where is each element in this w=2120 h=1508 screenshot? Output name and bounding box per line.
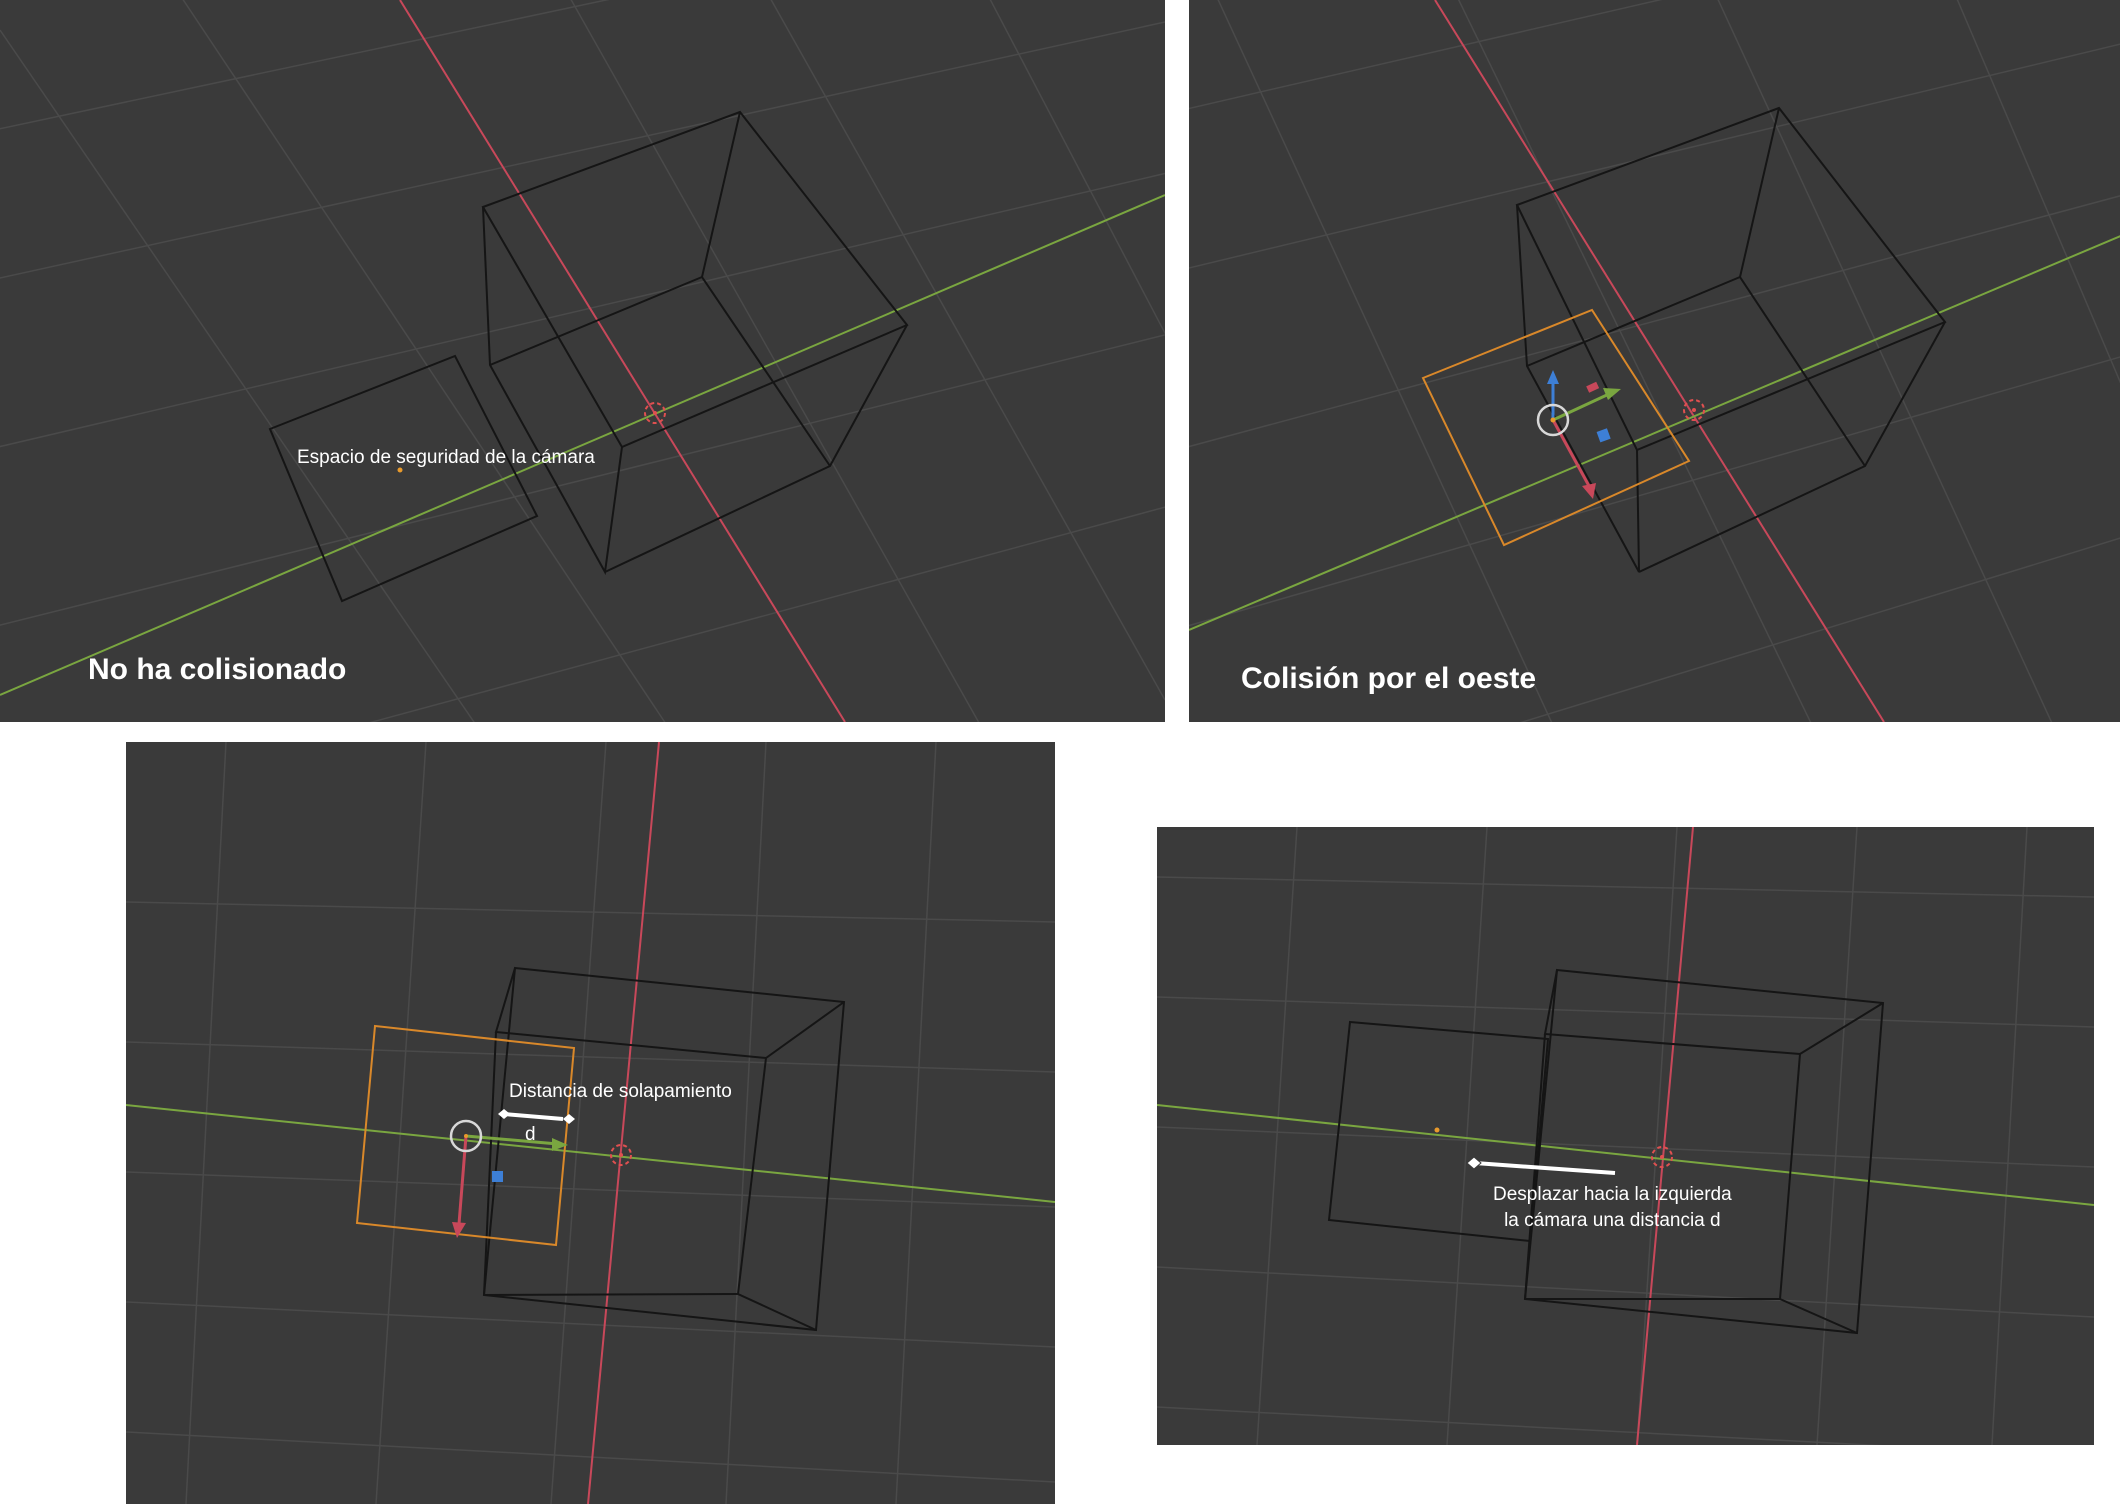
caption-west-collision: Colisión por el oeste xyxy=(1241,662,1537,695)
y-axis-line xyxy=(1189,235,2120,631)
gizmo-center-ring[interactable] xyxy=(449,1119,483,1153)
scene-origin-icon xyxy=(644,402,666,424)
viewport-correction[interactable]: Desplazar hacia la izquierda la cámara u… xyxy=(1157,827,2094,1445)
y-arrow-icon[interactable] xyxy=(552,1138,568,1151)
correction-label-line1: Desplazar hacia la izquierda xyxy=(1493,1184,1732,1205)
cube-wireframe[interactable] xyxy=(1523,968,1885,1335)
viewport-west-collision[interactable]: Colisión por el oeste xyxy=(1189,0,2120,722)
x-axis-line xyxy=(587,742,660,1504)
viewport-scene xyxy=(1157,827,2094,1445)
z-arrow-icon[interactable] xyxy=(1547,370,1559,384)
camera-origin-dot xyxy=(1434,1127,1440,1133)
y-axis-line xyxy=(1157,1104,2094,1206)
transform-gizmo[interactable] xyxy=(1536,370,1621,499)
x-arrow-icon[interactable] xyxy=(452,1222,466,1238)
x-axis-line xyxy=(399,0,846,722)
floor-grid xyxy=(126,742,1055,1504)
scene-origin-icon xyxy=(1651,1146,1673,1168)
floor-grid xyxy=(1157,827,2094,1445)
scene-origin-icon xyxy=(610,1144,632,1166)
y-arrow-icon[interactable] xyxy=(1603,388,1621,400)
x-axis-line xyxy=(1636,827,1694,1445)
viewport-scene xyxy=(0,0,1165,722)
camera-safety-zone[interactable] xyxy=(268,354,539,603)
floor-grid xyxy=(1189,0,2120,722)
scene-origin-icon xyxy=(1683,399,1705,421)
safety-zone-label: Espacio de seguridad de la cámara xyxy=(297,447,595,468)
camera-safety-zone-selected[interactable] xyxy=(355,1024,576,1247)
yz-plane-handle[interactable] xyxy=(1596,428,1611,443)
x-arrow-icon[interactable] xyxy=(1582,483,1596,499)
camera-safety-zone[interactable] xyxy=(1327,1020,1550,1243)
distance-symbol: d xyxy=(525,1124,536,1145)
x-axis-line xyxy=(1434,0,1885,722)
cube-wireframe[interactable] xyxy=(1515,106,1947,573)
camera-safety-zone-selected[interactable] xyxy=(1421,308,1691,547)
overlap-distance-marker xyxy=(498,1109,575,1124)
viewport-scene xyxy=(126,742,1055,1504)
gizmo-center-ring[interactable] xyxy=(1536,403,1570,437)
floor-grid xyxy=(0,0,1165,722)
correction-label: Desplazar hacia la izquierda la cámara u… xyxy=(1493,1182,1732,1234)
camera-origin-dot xyxy=(1550,417,1556,423)
transform-gizmo[interactable] xyxy=(449,1119,568,1238)
overlap-distance-label: Distancia de solapamiento xyxy=(509,1081,732,1102)
correction-label-line2: la cámara una distancia d xyxy=(1504,1210,1721,1231)
cube-wireframe[interactable] xyxy=(481,110,909,576)
viewport-no-collision[interactable]: Espacio de seguridad de la cámara No ha … xyxy=(0,0,1165,722)
viewport-scene xyxy=(1189,0,2120,722)
caption-no-collision: No ha colisionado xyxy=(88,653,347,686)
camera-origin-dot xyxy=(464,1134,468,1138)
cube-wireframe[interactable] xyxy=(482,966,846,1332)
xy-plane-handle[interactable] xyxy=(1586,381,1600,393)
yz-plane-handle[interactable] xyxy=(492,1171,503,1182)
y-axis-line xyxy=(126,1104,1055,1203)
displacement-marker xyxy=(1466,1156,1616,1175)
viewport-overlap[interactable]: Distancia de solapamiento d xyxy=(126,742,1055,1504)
y-axis-line xyxy=(0,194,1165,696)
camera-origin-dot xyxy=(397,467,403,473)
